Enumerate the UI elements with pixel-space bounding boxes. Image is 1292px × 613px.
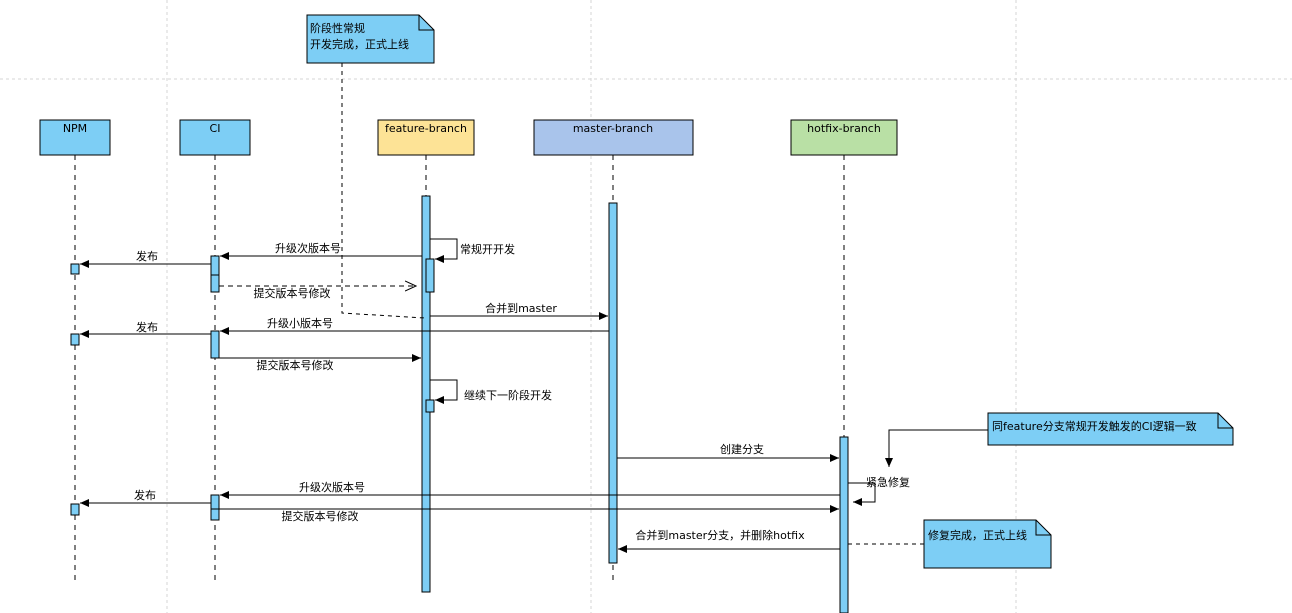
self-call-continue-next (430, 379, 458, 404)
note-same-as-feature[interactable]: 同feature分支常规开发触发的CI逻辑一致 (987, 412, 1234, 446)
note-connector (341, 63, 426, 319)
activation-feature-self-1 (425, 258, 435, 293)
participant-box (179, 119, 251, 156)
note-line-1: 同feature分支常规开发触发的CI逻辑一致 (992, 419, 1197, 433)
self-call-regular-dev (430, 238, 458, 263)
activation-feature-main (421, 195, 431, 593)
participant-label: hotfix-branch (807, 122, 881, 135)
note-shape (923, 519, 1052, 569)
msg-publish-1: 发布 (136, 249, 158, 263)
note-fix-done[interactable]: 修复完成，正式上线 (923, 519, 1052, 569)
msg-publish-3: 发布 (134, 488, 156, 502)
participant-label: NPM (63, 122, 87, 135)
participant-npm[interactable]: NPM (39, 119, 111, 156)
participant-master-branch[interactable]: master-branch (533, 119, 694, 156)
activation-ci-2 (210, 330, 220, 359)
activation-npm-1 (70, 263, 80, 275)
note-shape (306, 14, 435, 64)
msg-bump-patch: 升级小版本号 (267, 316, 333, 330)
msg-regular-dev: 常规开开发 (460, 242, 515, 256)
activation-feature-self-2 (425, 399, 435, 413)
msg-bump-minor-1: 升级次版本号 (275, 241, 341, 255)
msg-merge-to-master: 合并到master (485, 301, 557, 315)
activation-npm-2 (70, 333, 80, 346)
msg-bump-minor-2: 升级次版本号 (299, 480, 365, 494)
activation-npm-3 (70, 503, 80, 516)
activation-bars (70, 195, 849, 613)
msg-commit-version-3: 提交版本号修改 (282, 509, 359, 523)
activation-master-main (608, 202, 618, 564)
note-fold (1217, 413, 1233, 429)
participant-box (39, 119, 111, 156)
participant-box (533, 119, 694, 156)
note-line-1: 阶段性常规 (310, 21, 365, 35)
msg-continue-next: 继续下一阶段开发 (464, 388, 552, 402)
msg-commit-version-1: 提交版本号修改 (254, 286, 331, 300)
msg-urgent-fix: 紧急修复 (866, 475, 910, 489)
self-call-urgent-fix (848, 482, 876, 506)
note-fold (418, 15, 434, 31)
msg-commit-version-2: 提交版本号修改 (257, 358, 334, 372)
note-line-1: 修复完成，正式上线 (928, 528, 1027, 542)
participant-hotfix-branch[interactable]: hotfix-branch (790, 119, 898, 156)
participant-label: feature-branch (385, 122, 467, 135)
activation-ci-3a (210, 494, 220, 510)
note-stage-release[interactable]: 阶段性常规 开发完成，正式上线 (306, 14, 435, 64)
msg-publish-2: 发布 (136, 320, 158, 334)
participant-label: CI (210, 122, 221, 135)
msg-create-branch: 创建分支 (720, 442, 764, 456)
participant-feature-branch[interactable]: feature-branch (377, 119, 475, 156)
participant-box (377, 119, 475, 156)
note-fold (1035, 520, 1051, 536)
msg-merge-delete-hotfix: 合并到master分支，并删除hotfix (635, 528, 805, 542)
activation-ci-3b (210, 508, 220, 521)
activation-hotfix-main (839, 436, 849, 613)
note-shape (987, 412, 1234, 446)
note-line-2: 开发完成，正式上线 (310, 37, 409, 51)
participant-box (790, 119, 898, 156)
participant-label: master-branch (573, 122, 653, 135)
activation-ci-1b (210, 274, 220, 293)
lifelines (74, 155, 845, 613)
participant-ci[interactable]: CI (179, 119, 251, 156)
note-pointer (885, 429, 988, 467)
activation-ci-1a (210, 255, 220, 276)
